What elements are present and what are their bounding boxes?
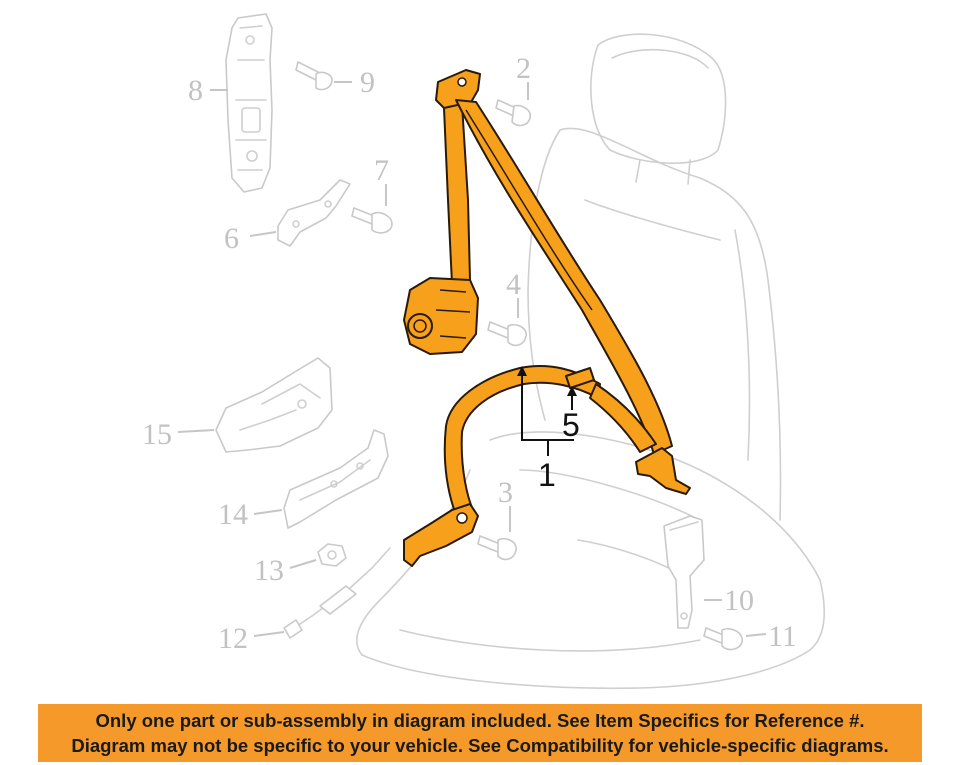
callout-4: 4 xyxy=(506,268,521,301)
part-9-bolt xyxy=(295,61,333,91)
part-2-bolt xyxy=(495,99,532,127)
callout-12: 12 xyxy=(218,622,248,655)
callout-10: 10 xyxy=(724,584,754,617)
part-15-bracket xyxy=(215,357,333,453)
callout-9: 9 xyxy=(360,66,375,99)
callout-5: 5 xyxy=(562,407,580,443)
callout-8: 8 xyxy=(188,74,203,107)
seat-outline xyxy=(356,33,826,690)
disclaimer-banner: Only one part or sub-assembly in diagram… xyxy=(38,704,922,762)
leader-lines xyxy=(177,81,767,637)
callout-1: 1 xyxy=(538,457,556,493)
parts-diagram: 8 9 2 7 6 4 15 14 3 13 12 10 11 5 1 xyxy=(142,13,826,690)
part-14-bracket xyxy=(283,429,389,529)
part-12-cable xyxy=(283,547,391,639)
part-4-bolt xyxy=(487,321,527,347)
part-11-bolt xyxy=(703,627,743,651)
callout-13: 13 xyxy=(254,554,284,587)
part-13-nut xyxy=(317,543,347,567)
callout-2: 2 xyxy=(516,52,531,85)
part-8-height-adjuster xyxy=(225,13,273,193)
part-3-bolt xyxy=(477,535,517,561)
callout-3: 3 xyxy=(498,476,513,509)
part-1-seat-belt-assembly xyxy=(403,69,691,567)
callouts: 8 9 2 7 6 4 15 14 3 13 12 10 11 5 1 xyxy=(142,52,797,655)
part-6-bracket xyxy=(277,179,351,247)
callout-11: 11 xyxy=(768,620,797,653)
disclaimer-line-2: Diagram may not be specific to your vehi… xyxy=(71,735,889,756)
callout-15: 15 xyxy=(142,418,172,451)
callout-6: 6 xyxy=(224,222,239,255)
disclaimer-line-1: Only one part or sub-assembly in diagram… xyxy=(95,710,865,731)
callout-14: 14 xyxy=(218,498,248,531)
part-7-bolt xyxy=(351,207,393,234)
callout-7: 7 xyxy=(374,154,389,187)
part-10-buckle xyxy=(663,515,705,629)
